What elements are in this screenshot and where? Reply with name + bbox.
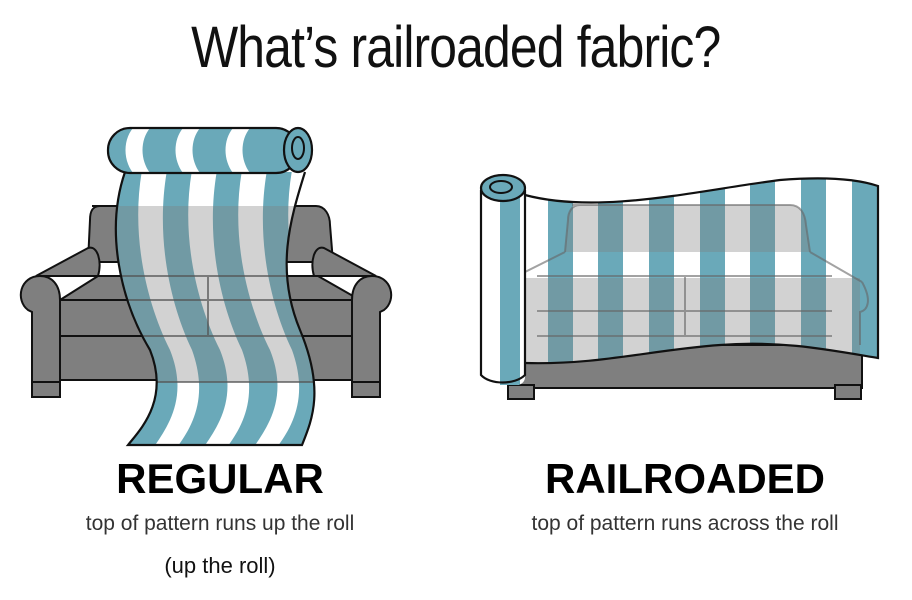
railroaded-description: top of pattern runs across the roll	[531, 512, 839, 535]
regular-fabric-panel-icon	[115, 172, 315, 445]
page-title: What’s railroaded fabric?	[0, 14, 912, 81]
railroaded-fabric-panel-icon	[524, 177, 880, 365]
regular-roll-icon	[106, 126, 314, 175]
railroaded-heading: RAILROADED	[545, 455, 825, 502]
regular-note: (up the roll)	[164, 553, 276, 578]
regular-description: top of pattern runs up the roll	[85, 512, 355, 535]
railroaded-roll-icon	[479, 173, 527, 385]
regular-heading: REGULAR	[116, 455, 324, 502]
page-title-text: What’s railroaded fabric?	[191, 15, 721, 80]
